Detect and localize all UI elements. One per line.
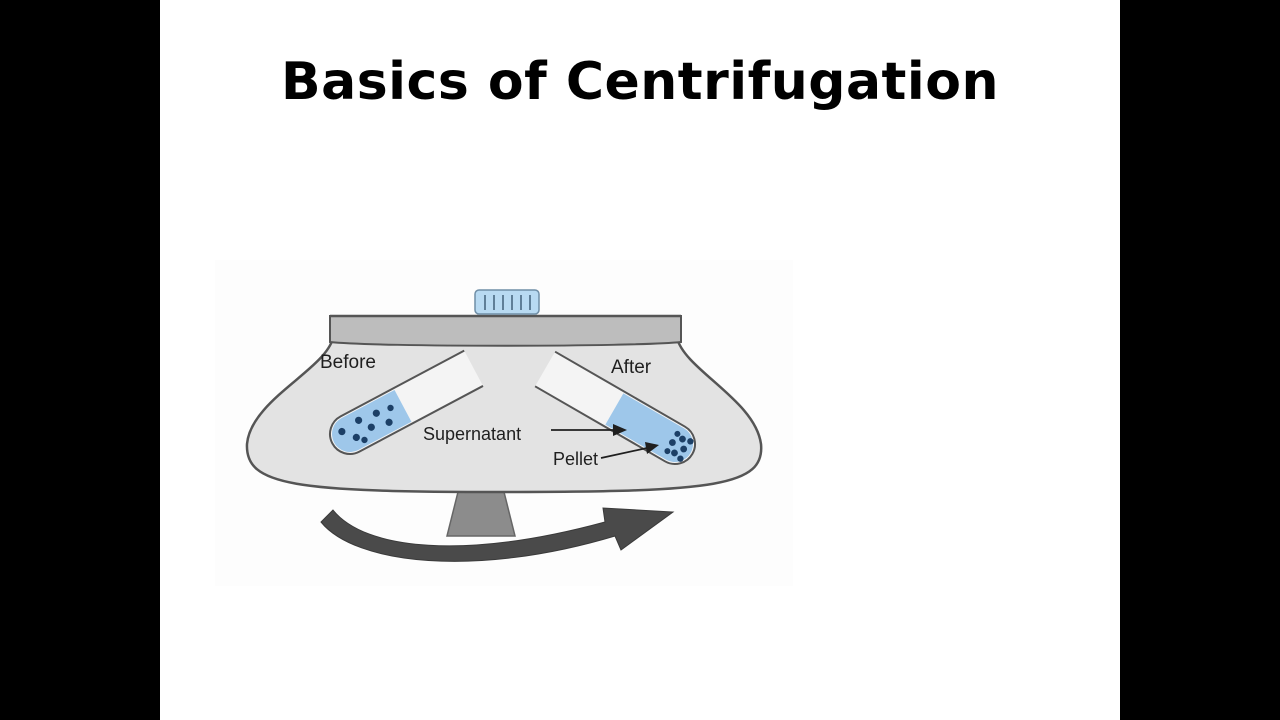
tube-after [534,350,696,465]
label-supernatant: Supernatant [423,424,521,444]
rotor-lid [329,315,682,347]
rotor-body [245,336,763,494]
tube-before-particles [338,404,394,444]
centrifuge-diagram: Before After Supernatant Pellet [245,289,763,562]
label-after: After [611,357,652,378]
label-pellet: Pellet [553,449,598,469]
tube-before [329,349,484,455]
rotation-arrow [320,507,675,562]
rotor-cap [474,289,540,315]
rotor-stand [446,487,516,537]
pellet-pointer [600,442,659,459]
supernatant-pointer [551,424,627,436]
tube-after-pellet [664,430,694,462]
label-before: Before [320,352,376,373]
centrifuge-figure: Before After Supernatant Pellet [215,260,793,586]
slide-title: Basics of Centrifugation [281,52,999,112]
slide: Basics of Centrifugation [160,0,1120,720]
